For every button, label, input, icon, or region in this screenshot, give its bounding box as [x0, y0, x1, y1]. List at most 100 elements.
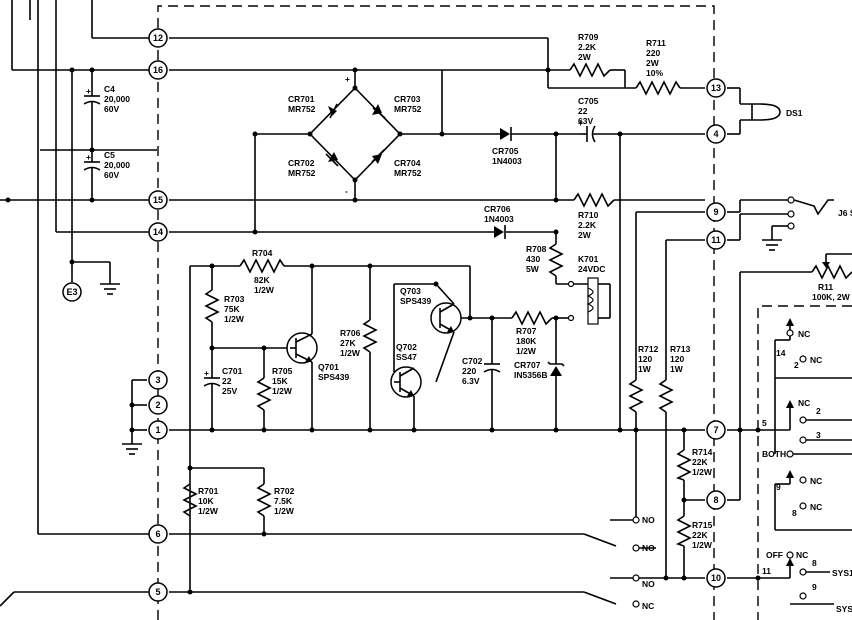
diode-cr705: CR705 1N4003 [492, 127, 580, 166]
cr705-type: 1N4003 [492, 156, 522, 166]
svg-text:7: 7 [713, 425, 718, 435]
polarity-mark: + [86, 152, 91, 162]
capacitor-c705: + C705 22 63V [578, 96, 705, 143]
transistor-q703: Q703 SPS439 [400, 283, 512, 383]
ds1-ref: DS1 [786, 108, 803, 118]
r706-value: 27K [340, 338, 356, 348]
terminal-11: 11 [706, 230, 726, 250]
r710-ref: R710 [578, 210, 599, 220]
k701-ref: K701 [578, 254, 599, 264]
cr707-type: IN5356B [514, 370, 548, 380]
off-label: OFF [766, 550, 783, 560]
terminal-15: 15 [148, 190, 168, 210]
terminal-9: 9 [706, 202, 726, 222]
r703-power: 1/2W [224, 314, 245, 324]
q701-ref: Q701 [318, 362, 339, 372]
ground-left [122, 379, 147, 455]
top-rails [169, 37, 705, 89]
r708-value: 430 [526, 254, 540, 264]
transistor-q702: Q702 SS47 [390, 342, 422, 430]
r708-ref: R708 [526, 244, 547, 254]
pin-number: 5 [762, 418, 767, 428]
r711-ref: R711 [646, 38, 666, 48]
r714-ref: R714 [692, 447, 713, 457]
bridge-rectifier: + - CR701 MR752 CR703 MR752 CR702 MR752 … [252, 74, 500, 232]
contact-label: NO [642, 515, 655, 525]
r714-value: 22K [692, 457, 708, 467]
cr706-type: 1N4003 [484, 214, 514, 224]
c701-voltage: 25V [222, 386, 237, 396]
q703-ref: Q703 [400, 286, 421, 296]
resistor-r703: R703 75K 1/2W [204, 266, 245, 348]
resistor-r709: R709 2.2K 2W [569, 32, 611, 78]
sys-label: SYS [836, 604, 852, 614]
polarity-mark: + [86, 86, 91, 96]
zener-cr707: CR707 IN5356B [514, 318, 565, 430]
cr705-ref: CR705 [492, 146, 519, 156]
r709-ref: R709 [578, 32, 599, 42]
r701-ref: R701 [198, 486, 219, 496]
r707-value: 180K [516, 336, 537, 346]
r702-value: 7.5K [274, 496, 293, 506]
resistor-r701: R701 10K 1/2W [182, 483, 219, 517]
amplifier-frame [169, 263, 705, 592]
svg-text:12: 12 [153, 33, 163, 43]
nc-label: NC [796, 550, 808, 560]
resistor-r713: R713 120 1W [658, 344, 691, 413]
c702-voltage: 6.3V [462, 376, 480, 386]
relay-contacts: NO NO NO NC [583, 515, 656, 611]
r711-value: 220 [646, 48, 660, 58]
cr703-ref: CR703 [394, 94, 421, 104]
terminal-13: 13 [706, 78, 726, 98]
svg-text:1: 1 [155, 425, 160, 435]
r715-power: 1/2W [692, 540, 713, 550]
r704-ref: R704 [252, 248, 273, 258]
cr701-type: MR752 [288, 104, 316, 114]
terminal-8: 8 [706, 490, 726, 510]
nc-label: NC [810, 476, 822, 486]
cr703-type: MR752 [394, 104, 422, 114]
svg-text:10: 10 [711, 573, 721, 583]
r706-power: 1/2W [340, 348, 361, 358]
resistor-r707: R707 180K 1/2W [511, 310, 568, 356]
relay-coil-k701: K701 24VDC [556, 254, 611, 325]
polarity-mark: + [578, 118, 583, 128]
polarity-mark: - [345, 186, 348, 196]
r707-ref: R707 [516, 326, 537, 336]
polarity-mark: + [345, 74, 350, 84]
resistor-r712: R712 120 1W [628, 344, 659, 413]
cr707-ref: CR707 [514, 360, 541, 370]
r712-ref: R712 [638, 344, 659, 354]
svg-text:15: 15 [153, 195, 163, 205]
left-bus-wires [0, 0, 157, 607]
r713-power: 1W [670, 364, 684, 374]
c702-value: 220 [462, 366, 476, 376]
r715-value: 22K [692, 530, 708, 540]
q702-type: SS47 [396, 352, 417, 362]
resistor-r702: R702 7.5K 1/2W [256, 468, 295, 534]
nc-label: NC [798, 329, 810, 339]
c4-ref: C4 [104, 84, 115, 94]
c5-voltage: 60V [104, 170, 119, 180]
cr702-type: MR752 [288, 168, 316, 178]
cr704-ref: CR704 [394, 158, 421, 168]
svg-text:8: 8 [713, 495, 718, 505]
resistor-r714: R714 22K 1/2W [675, 447, 713, 481]
c705-value: 22 [578, 106, 588, 116]
c705-ref: C705 [578, 96, 599, 106]
svg-text:4: 4 [713, 129, 718, 139]
pin-number: 2 [794, 360, 799, 370]
svg-text:9: 9 [713, 207, 718, 217]
terminal-16: 16 [148, 60, 168, 80]
svg-text:3: 3 [155, 375, 160, 385]
pin-number: 2 [816, 406, 821, 416]
c5-ref: C5 [104, 150, 115, 160]
terminal-1: 1 [148, 420, 168, 440]
svg-text:2: 2 [155, 400, 160, 410]
resistor-r705: R705 15K 1/2W [256, 348, 293, 430]
pin-number: 8 [792, 508, 797, 518]
svg-text:11: 11 [711, 235, 721, 245]
terminal-10: 10 [706, 568, 726, 588]
r710-power: 2W [578, 230, 592, 240]
r701-value: 10K [198, 496, 214, 506]
